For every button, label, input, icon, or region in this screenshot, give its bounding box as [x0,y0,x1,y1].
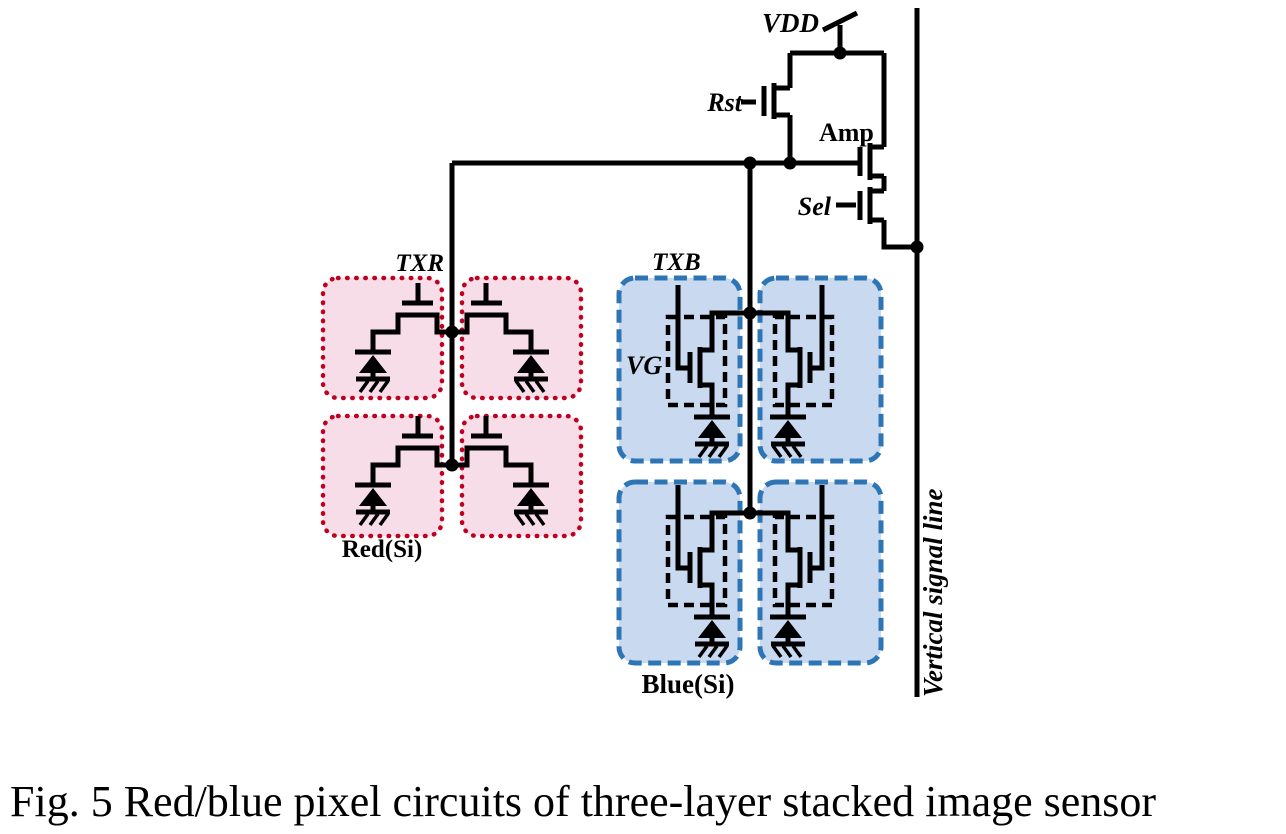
red-pixel-box [459,275,584,401]
blue-block-label: Blue(Si) [641,669,734,699]
rst-transistor [741,83,793,163]
red-block-label: Red(Si) [342,536,423,563]
junction-dots [445,46,924,520]
red-pixel-box [320,275,445,401]
txr-label: TXR [395,250,444,277]
sel-label: Sel [798,192,832,221]
vg-label: VG [626,351,662,380]
rst-label: Rst [706,88,742,117]
txb-label: TXB [652,249,701,276]
amp-label: Amp [819,118,874,147]
circuit [355,8,924,697]
figure-caption: Fig. 5 Red/blue pixel circuits of three-… [10,777,1156,826]
amp-transistor [857,143,887,191]
vdd-label: VDD [762,8,819,38]
red-pixel-boxes [320,275,584,539]
sel-transistor [836,187,917,250]
vertical-signal-line-label: Vertical signal line [918,488,948,697]
